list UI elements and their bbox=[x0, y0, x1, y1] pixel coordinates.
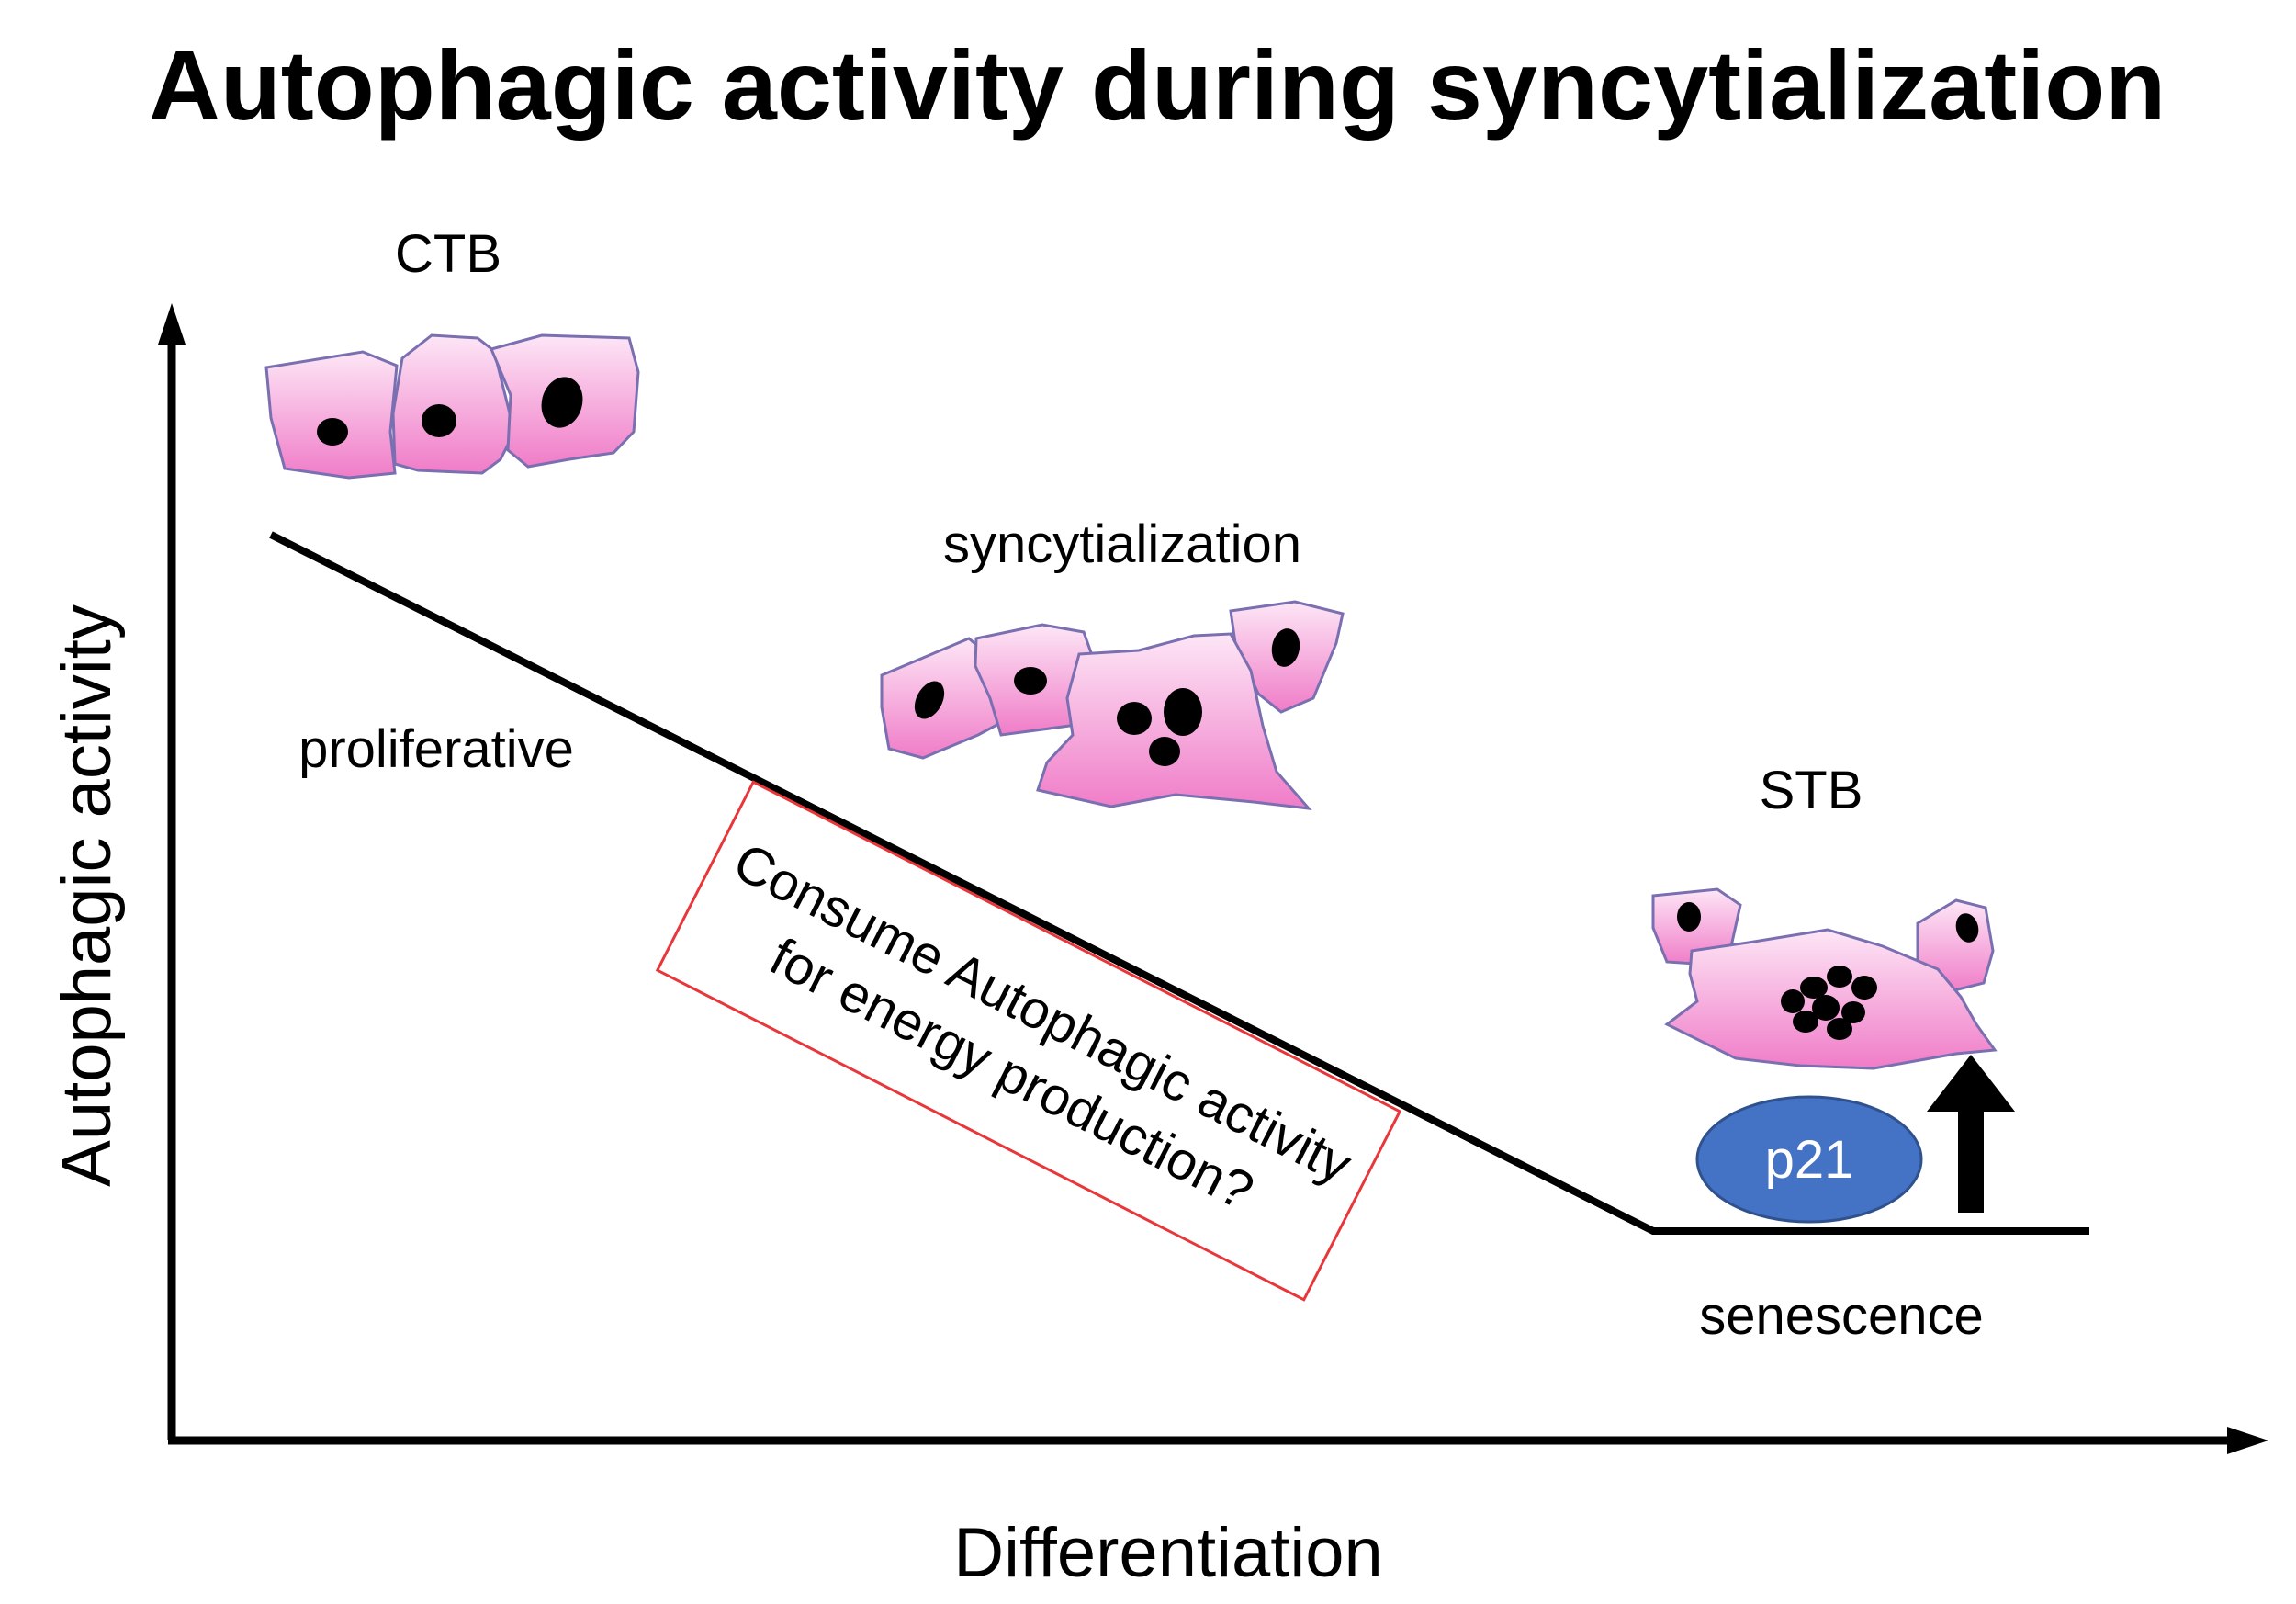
axes bbox=[158, 303, 2268, 1454]
p21-marker: p21 bbox=[1695, 1095, 1923, 1224]
annotation-box: Consume Autophagic activity for energy p… bbox=[655, 780, 1402, 1302]
ctb-cell bbox=[264, 350, 399, 480]
x-axis-label: Differentiation bbox=[953, 1514, 1383, 1592]
nucleus bbox=[1117, 702, 1152, 735]
y-axis-arrowhead bbox=[158, 303, 186, 345]
nucleus bbox=[1793, 1011, 1818, 1033]
y-axis-label: Autophagic activity bbox=[48, 604, 126, 1187]
stage-label-stb: STB bbox=[1760, 761, 1863, 820]
nucleus bbox=[1812, 995, 1840, 1021]
nucleus bbox=[1851, 976, 1877, 1000]
nucleus bbox=[1955, 913, 1979, 943]
state-label-senescence: senescence bbox=[1699, 1286, 1984, 1346]
state-label-proliferative: proliferative bbox=[298, 719, 574, 779]
activity-trend-line bbox=[269, 531, 2089, 1235]
nucleus bbox=[1800, 977, 1828, 999]
nucleus bbox=[317, 418, 348, 446]
up-arrow-icon bbox=[1927, 1055, 2015, 1213]
ctb-cell-cluster bbox=[264, 333, 640, 480]
nucleus bbox=[541, 377, 583, 428]
annotation-border bbox=[655, 780, 1402, 1302]
stb-cell-cluster bbox=[1651, 887, 1998, 1070]
ctb-cell bbox=[391, 333, 516, 475]
diagram-title: Autophagic activity during syncytializat… bbox=[149, 29, 2166, 141]
nucleus bbox=[914, 681, 945, 719]
nucleus bbox=[1827, 1018, 1852, 1040]
stage-label-syncytialization: syncytialization bbox=[943, 514, 1301, 574]
nucleus bbox=[1781, 989, 1805, 1013]
nucleus bbox=[1149, 737, 1180, 766]
x-axis-arrowhead bbox=[2227, 1427, 2268, 1454]
nucleus bbox=[1271, 628, 1300, 667]
nucleus bbox=[422, 404, 456, 437]
nucleus bbox=[1677, 902, 1701, 932]
syncytialization-cell-cluster bbox=[880, 600, 1345, 810]
nucleus bbox=[1014, 667, 1047, 695]
nucleus bbox=[1827, 966, 1852, 988]
nucleus bbox=[1841, 1001, 1865, 1023]
nucleus bbox=[1164, 688, 1202, 736]
p21-ellipse bbox=[1695, 1095, 1923, 1224]
p21-label: p21 bbox=[1765, 1130, 1854, 1190]
stage-label-ctb: CTB bbox=[395, 224, 501, 284]
